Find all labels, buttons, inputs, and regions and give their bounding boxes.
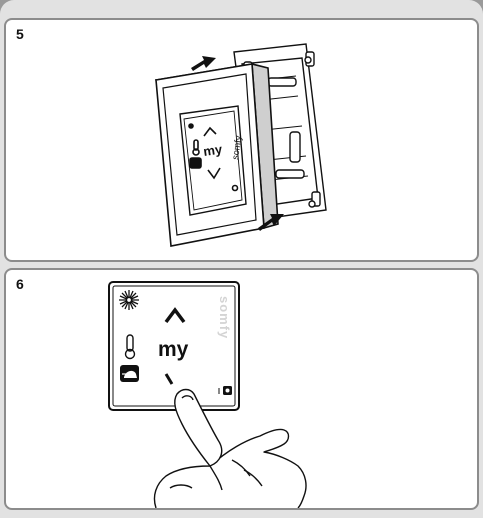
- indicator-icon: [218, 386, 232, 395]
- arrow-right-icon: [191, 56, 284, 231]
- keypad-small: [188, 123, 239, 192]
- led-icon: [119, 290, 139, 310]
- my-label-small: my: [202, 141, 223, 159]
- step-5-panel: 5: [4, 18, 479, 262]
- my-button[interactable]: my: [158, 338, 189, 361]
- up-button[interactable]: [164, 307, 186, 324]
- keypad-face: [108, 281, 240, 411]
- step-6-panel: 6 my: [4, 268, 479, 510]
- sun-icon: [120, 365, 139, 382]
- brand-logo-small: somfy: [230, 135, 243, 161]
- step-number: 6: [16, 276, 24, 292]
- down-button[interactable]: [164, 373, 174, 385]
- switch-frame: [154, 62, 279, 247]
- thermometer-icon: [124, 334, 136, 360]
- step-6-illustration: my somfy: [108, 281, 307, 508]
- hand-icon: [153, 388, 307, 508]
- brand-logo: somfy: [217, 296, 232, 339]
- step-number: 5: [16, 26, 24, 42]
- step-5-illustration: my somfy: [154, 43, 327, 247]
